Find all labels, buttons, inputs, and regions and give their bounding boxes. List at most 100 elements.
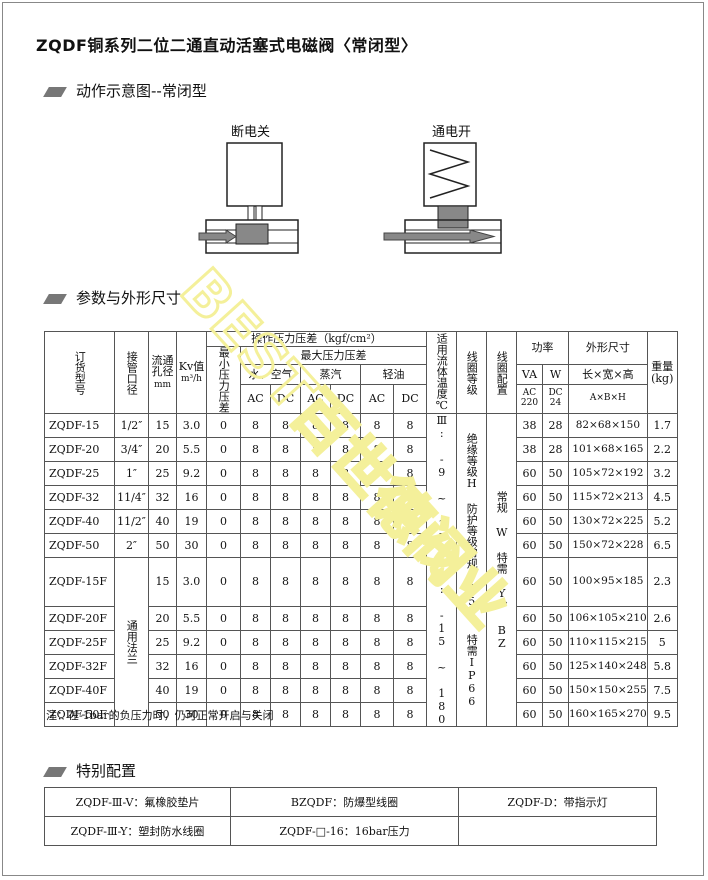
cell-min: 0 [206,461,241,486]
cell-min: 0 [206,678,241,703]
cell-min: 0 [206,702,241,727]
valve-open-diagram [383,142,502,254]
cell-size: 101×68×165 [568,437,648,462]
header-va: VA [516,364,543,385]
header-min-pressure: 最小压力压差 [206,346,241,414]
flow-arrow-blocked-icon [198,229,237,244]
cell-oac: 8 [360,702,394,727]
header-config: 线圈配置 [486,331,517,414]
cell-weight: 2.2 [646,437,678,462]
cell-odc: 8 [393,606,427,631]
cell-model: ZQDF-50 [44,533,115,558]
header-ac220: AC 220 [516,383,543,415]
cell-weight: 4.5 [646,485,678,510]
cell-oac: 8 [360,413,394,438]
valve-diagram [198,142,502,254]
cell-model: ZQDF-40F [44,678,115,703]
cell-sdc: 8 [330,461,361,486]
cell-size: 130×72×225 [568,509,648,534]
piston-open [437,205,469,229]
cell-odc: 8 [393,630,427,655]
cell-bore: 32 [148,485,177,510]
cell-kv: 30 [176,533,207,558]
cell-va: 60 [516,461,543,486]
cell-odc: 8 [393,461,427,486]
cell-wdc: 8 [270,557,301,607]
cell-min: 0 [206,509,241,534]
cell-w: 50 [542,630,569,655]
cell-sac: 8 [300,606,331,631]
cell-sac: 8 [300,413,331,438]
header-oil: 轻油 [360,364,427,385]
label-power-off: 断电关 [231,125,271,140]
cell-weight: 2.3 [646,557,678,607]
cell-wdc: 8 [270,437,301,462]
section-action-diagram: 动作示意图--常闭型 [43,80,207,101]
cell-min: 0 [206,606,241,631]
header-weight: 重量(kg) [646,331,678,414]
cell-kv: 5.5 [176,606,207,631]
cell-weight: 1.7 [646,413,678,438]
cell-oac: 8 [360,485,394,510]
section-parameters: 参数与外形尺寸 [43,287,181,308]
coil-winding-icon [427,149,471,199]
cell-bore: 20 [148,437,177,462]
cell-wac: 8 [240,437,271,462]
cell-oac: 8 [360,533,394,558]
cell-va: 60 [516,509,543,534]
cell-odc: 8 [393,678,427,703]
config-item-d: ZQDF-D：带指示灯 [458,787,657,817]
cell-w: 50 [542,557,569,607]
cell-grade: 绝缘等级H 防护等级常规IP54 特需IP66 [456,413,487,727]
cell-odc: 8 [393,485,427,510]
cell-wdc: 8 [270,485,301,510]
cell-w: 50 [542,678,569,703]
cell-port: 11/2″ [114,509,149,534]
config-item-bz: BZQDF：防爆型线圈 [230,787,459,817]
cell-kv: 19 [176,509,207,534]
cell-w: 50 [542,509,569,534]
cell-oac: 8 [360,654,394,679]
header-max-pressure: 最大压力压差 [240,345,427,366]
cell-min: 0 [206,654,241,679]
header-power: 功率 [516,330,569,366]
cell-wdc: 8 [270,702,301,727]
cell-size: 110×115×215 [568,630,648,655]
cell-bore: 40 [148,678,177,703]
cell-va: 60 [516,557,543,607]
config-item-16bar: ZQDF-□-16：16bar压力 [230,816,459,846]
cell-port: 1/2″ [114,413,149,438]
cell-bore: 32 [148,654,177,679]
cell-bore: 20 [148,606,177,631]
cell-min: 0 [206,413,241,438]
cell-size: 100×95×185 [568,557,648,607]
header-size-abh: A×B×H [568,383,648,415]
cell-odc: 8 [393,654,427,679]
cell-wac: 8 [240,606,271,631]
cell-flange: 通用法兰 [114,557,149,727]
cell-sdc: 8 [330,413,361,438]
cell-kv: 16 [176,485,207,510]
cell-sac: 8 [300,678,331,703]
cell-size: 106×105×210 [568,606,648,631]
cell-wdc: 8 [270,413,301,438]
cell-wac: 8 [240,485,271,510]
cell-port: 11/4″ [114,485,149,510]
cell-model: ZQDF-32F [44,654,115,679]
cell-model: ZQDF-20F [44,606,115,631]
cell-va: 38 [516,437,543,462]
cell-bore: 40 [148,509,177,534]
cell-va: 60 [516,702,543,727]
header-model: 订货型号 [44,331,115,414]
cell-model: ZQDF-32 [44,485,115,510]
cell-kv: 9.2 [176,461,207,486]
cell-sdc: 8 [330,557,361,607]
cell-wac: 8 [240,654,271,679]
